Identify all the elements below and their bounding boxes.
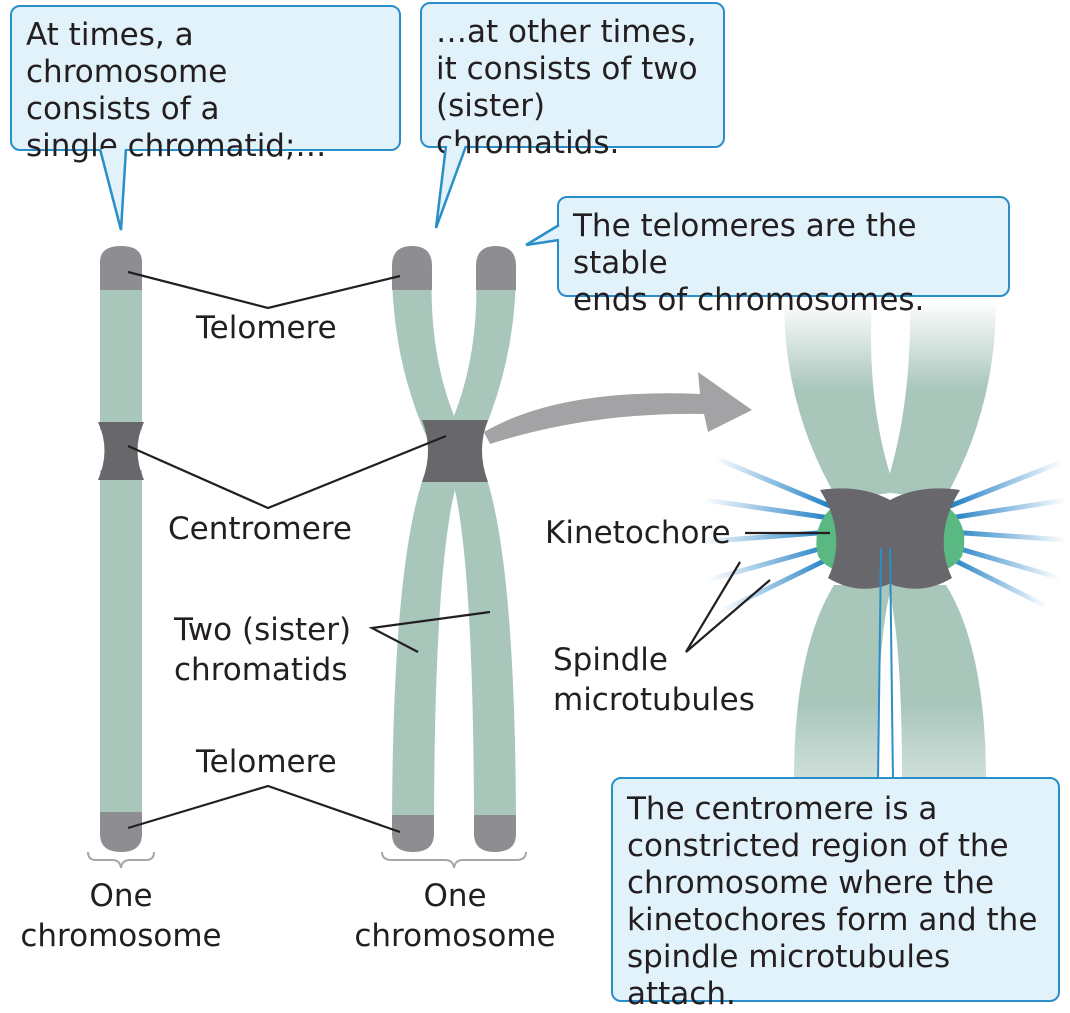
label-telomere-bottom: Telomere (196, 744, 337, 780)
chromatid-arm-upper (100, 268, 142, 430)
label-one-chromosome-right: One chromosome (354, 878, 556, 954)
telomere-top-left (392, 246, 432, 290)
microtubule (949, 529, 1067, 543)
leader-sister-chromatids (368, 610, 491, 653)
chromatid-right-upper (884, 300, 996, 500)
callout-telomeres: The telomeres are the stable ends of chr… (557, 196, 1010, 318)
microtubule (714, 455, 831, 509)
telomere-top (100, 246, 142, 290)
chromatid-right-upper (448, 268, 516, 440)
single-chromatid-chromosome (98, 246, 144, 852)
chromatid-arm-lower (100, 470, 142, 835)
label-spindle-microtubules: Spindle microtubules (553, 642, 755, 718)
centromere (820, 488, 960, 589)
label-sister-chromatids: Two (sister) chromatids (174, 612, 352, 688)
chromatid-right-lower (452, 470, 516, 835)
chromatid-left-lower (392, 470, 458, 835)
microtubule (949, 459, 1063, 509)
brace-right (381, 851, 527, 869)
leader-lines (127, 270, 830, 834)
chromatid-right-lower (888, 585, 986, 780)
telomere-bottom-left (392, 815, 434, 852)
microtubule (707, 543, 831, 583)
leader-telomere-bottom (127, 784, 401, 834)
callout-single-chromatid: At times, a chromosome consists of a sin… (10, 5, 401, 164)
centromere (422, 420, 488, 482)
duplicated-chromosome (392, 246, 516, 852)
chromatid-left-lower (794, 585, 892, 780)
microtubule (948, 555, 1048, 609)
microtubule (704, 497, 831, 521)
callout-centromere: The centromere is a constricted region o… (611, 777, 1060, 1012)
magnified-centromere (699, 300, 1067, 780)
telomere-bottom (100, 812, 142, 852)
centromere (98, 422, 144, 480)
brace-left (87, 851, 155, 869)
microtubule (949, 543, 1061, 581)
leader-centromere (127, 434, 447, 510)
label-one-chromosome-left: One chromosome (20, 878, 222, 954)
zoom-arrow (484, 372, 752, 444)
telomere-bottom-right (474, 815, 516, 852)
leader-spindle-microtubules (685, 561, 771, 653)
callout-two-chromatids: …at other times, it consists of two (sis… (420, 2, 725, 161)
label-kinetochore: Kinetochore (545, 515, 731, 551)
leader-telomere-top (127, 270, 401, 310)
microtubule (949, 497, 1067, 521)
chromatid-left-upper (392, 268, 460, 440)
label-telomere-top: Telomere (196, 310, 337, 346)
label-centromere: Centromere (168, 511, 352, 547)
telomere-top-right (476, 246, 516, 290)
microtubule (718, 555, 832, 615)
chromatid-left-upper (784, 300, 896, 500)
